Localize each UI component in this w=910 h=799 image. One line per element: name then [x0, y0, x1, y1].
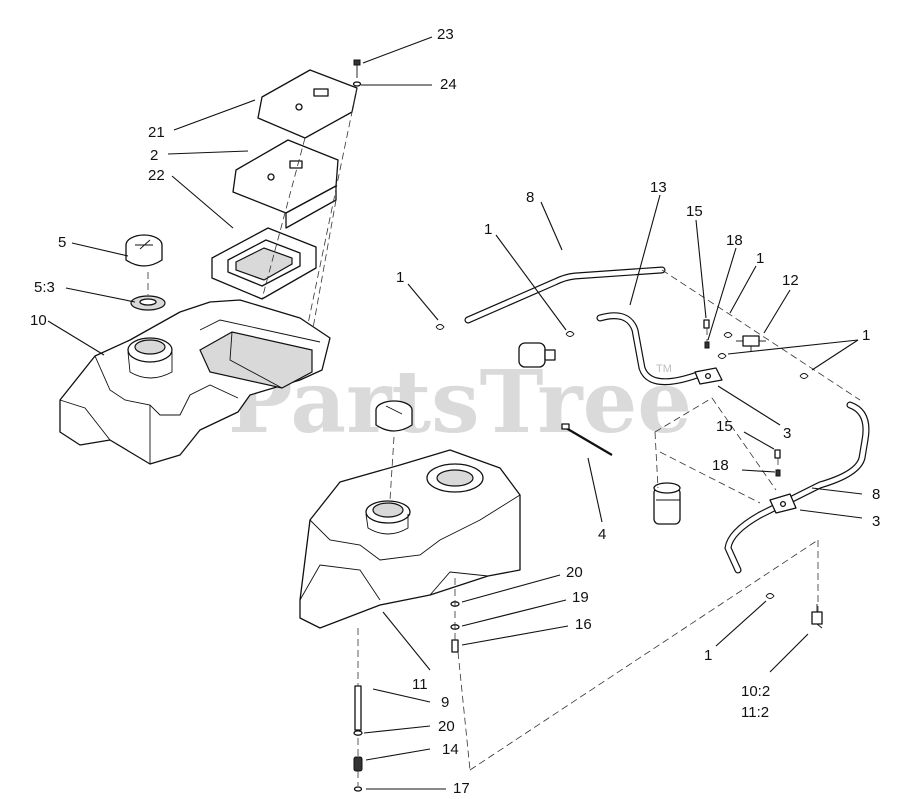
callout-11-2: 11:2: [741, 704, 769, 721]
callout-13: 13: [650, 179, 667, 196]
callout-1-tee: 1: [756, 250, 764, 267]
callout-3-lower: 3: [872, 513, 880, 530]
callout-19: 19: [572, 589, 589, 606]
callout-2: 2: [150, 147, 158, 164]
hardware-stack: [353, 578, 471, 792]
cable-tie-4: [561, 423, 613, 456]
fuel-hose-8-upper: [464, 266, 666, 324]
heat-shield-lower: [232, 139, 339, 229]
callout-15-upper: 15: [686, 203, 703, 220]
fuel-hose-13: [596, 312, 704, 386]
fuel-tank-left: [59, 299, 331, 465]
callout-24: 24: [440, 76, 457, 93]
callout-5-3: 5:3: [34, 279, 55, 296]
callout-9: 9: [441, 694, 449, 711]
callout-17: 17: [453, 780, 470, 797]
fuel-tank-right: [299, 449, 521, 629]
callout-14: 14: [442, 741, 459, 758]
callout-5: 5: [58, 234, 66, 251]
callout-4: 4: [598, 526, 606, 543]
callout-18-lower: 18: [712, 457, 729, 474]
callout-18-upper: 18: [726, 232, 743, 249]
callout-16: 16: [575, 616, 592, 633]
hose-bracket-lower: [769, 493, 797, 514]
callout-10: 10: [30, 312, 47, 329]
bracket-fasteners: [703, 319, 781, 477]
callout-20-lower: 20: [438, 718, 455, 735]
bolt-23: [352, 59, 362, 87]
callout-12: 12: [782, 272, 799, 289]
watermark-trademark: TM: [656, 363, 672, 375]
fuel-fitting: [811, 604, 823, 629]
callout-1-left: 1: [396, 269, 404, 286]
callout-3-upper: 3: [783, 425, 791, 442]
fuel-cap-5: [125, 234, 163, 267]
callout-1-filter: 1: [484, 221, 492, 238]
callout-15-lower: 15: [716, 418, 733, 435]
callout-10-2: 10:2: [741, 683, 770, 700]
fuel-hose-8-lower: [724, 401, 870, 574]
callout-21: 21: [148, 124, 165, 141]
callout-22: 22: [148, 167, 165, 184]
hose-clamps: [435, 324, 809, 599]
filter-canister: [653, 482, 681, 525]
callout-8-lower: 8: [872, 486, 880, 503]
callout-11: 11: [412, 676, 428, 693]
shield-bracket: [211, 227, 317, 300]
cap-seal-5-3: [130, 272, 166, 311]
callout-labels: 23 24 21 2 22 5 5:3 10 8 13 1 1 15 18 1 …: [30, 26, 880, 797]
leader-lines: [47, 36, 863, 790]
fuel-cap-right: [375, 400, 413, 501]
callout-8-upper: 8: [526, 189, 534, 206]
heat-shield-upper: [257, 69, 358, 139]
callout-23: 23: [437, 26, 454, 43]
callout-1-bottom: 1: [704, 647, 712, 664]
hose-bracket-upper: [694, 367, 723, 385]
fuel-filter: [518, 342, 556, 368]
tee-fitting-12: [736, 335, 766, 352]
callout-20-upper: 20: [566, 564, 583, 581]
callout-1-right: 1: [862, 327, 870, 344]
